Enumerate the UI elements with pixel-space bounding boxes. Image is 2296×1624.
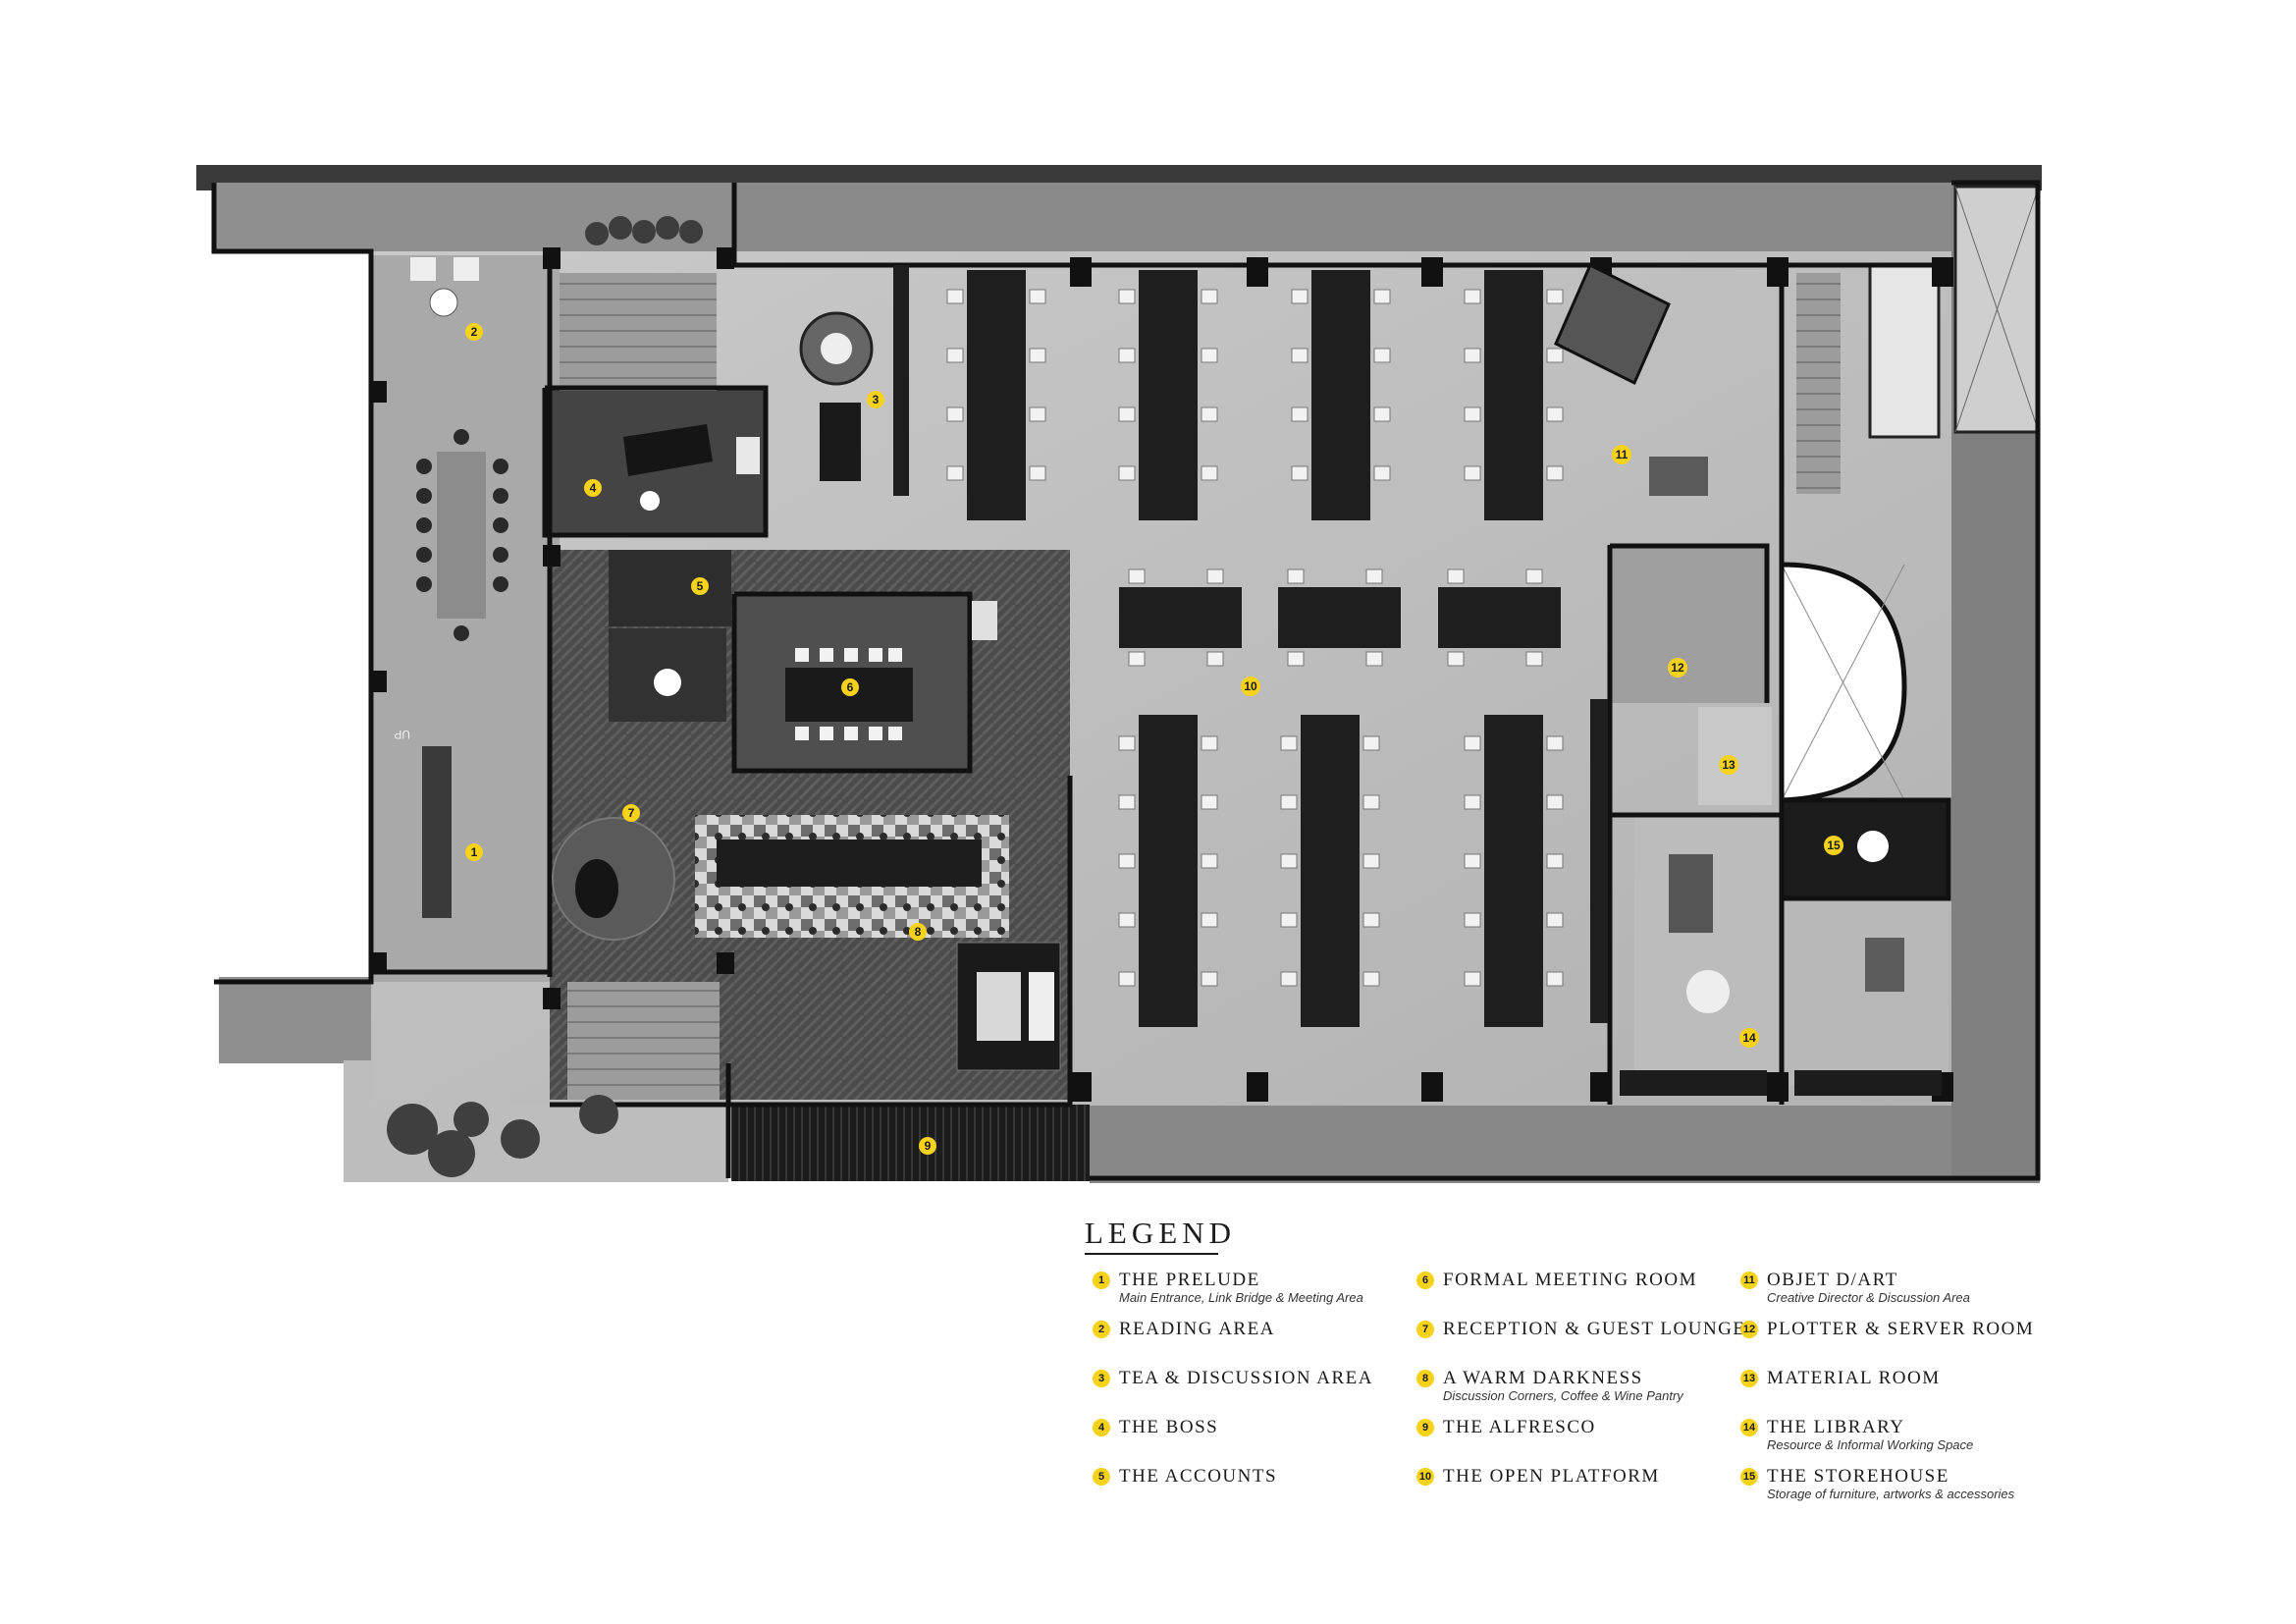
legend-subtitle: Creative Director & Discussion Area: [1767, 1290, 1970, 1305]
room-badge-15: 15: [1824, 836, 1843, 855]
interior-floor: [371, 185, 2041, 1181]
room-badge-1: 1: [465, 843, 483, 861]
legend-name: THE PRELUDE: [1119, 1270, 1260, 1290]
badge-label: 8: [915, 925, 922, 939]
legend-name: OBJET D/ART: [1767, 1270, 1898, 1290]
room-badge-12: 12: [1668, 658, 1687, 677]
room-badge-5: 5: [691, 577, 709, 595]
legend-name: THE STOREHOUSE: [1767, 1466, 1949, 1487]
legend-number: 1: [1093, 1272, 1110, 1289]
legend-name: RECEPTION & GUEST LOUNGE: [1443, 1319, 1746, 1339]
legend-number: 6: [1416, 1272, 1434, 1289]
room-badge-8: 8: [909, 923, 927, 941]
legend-name: A WARM DARKNESS: [1443, 1368, 1643, 1388]
badge-label: 1: [471, 845, 478, 859]
badge-label: 5: [697, 579, 704, 593]
legend-name: PLOTTER & SERVER ROOM: [1767, 1319, 2035, 1339]
room-badge-4: 4: [584, 479, 602, 497]
legend-number: 3: [1093, 1370, 1110, 1387]
badge-label: 9: [925, 1139, 932, 1153]
legend-number: 10: [1416, 1468, 1434, 1486]
badge-label: 15: [1827, 839, 1841, 852]
legend-number: 2: [1093, 1321, 1110, 1338]
badge-label: 14: [1742, 1031, 1756, 1045]
legend-number: 13: [1740, 1370, 1758, 1387]
room-badges: 1 2 3 4 5 6 7 8 9 10 11 12 13 14 15: [465, 323, 1843, 1155]
room-badge-2: 2: [465, 323, 483, 341]
legend-name: THE ALFRESCO: [1443, 1417, 1596, 1437]
legend-number: 4: [1093, 1419, 1110, 1436]
legend-name: MATERIAL ROOM: [1767, 1368, 1941, 1388]
legend-name: THE ACCOUNTS: [1119, 1466, 1278, 1487]
badge-label: 3: [873, 393, 880, 406]
legend-name: FORMAL MEETING ROOM: [1443, 1270, 1697, 1290]
legend-divider: [1085, 1253, 1218, 1255]
badge-label: 6: [847, 680, 854, 694]
room-badge-6: 6: [841, 678, 859, 696]
room-badge-13: 13: [1719, 755, 1738, 775]
legend-title: LEGEND: [1085, 1216, 1236, 1250]
legend-number: 9: [1416, 1419, 1434, 1436]
workstation-desks: [893, 265, 1608, 1027]
legend-name: THE OPEN PLATFORM: [1443, 1466, 1660, 1487]
legend-name: READING AREA: [1119, 1319, 1275, 1339]
room-badge-9: 9: [919, 1137, 936, 1155]
legend-subtitle: Resource & Informal Working Space: [1767, 1437, 1974, 1452]
walls: [211, 180, 2041, 1181]
legend-subtitle: Main Entrance, Link Bridge & Meeting Are…: [1119, 1290, 1363, 1305]
room-badge-10: 10: [1241, 677, 1260, 696]
stair-label: UP: [394, 728, 410, 741]
badge-label: 11: [1616, 448, 1629, 461]
legend-subtitle: Discussion Corners, Coffee & Wine Pantry: [1443, 1388, 1683, 1403]
legend-number: 12: [1740, 1321, 1758, 1338]
columns: [369, 247, 1953, 1102]
legend-number: 14: [1740, 1419, 1758, 1436]
room-badge-7: 7: [622, 804, 640, 822]
furniture: [387, 216, 1942, 1177]
legend-number: 15: [1740, 1468, 1758, 1486]
badge-label: 4: [590, 481, 597, 495]
legend-subtitle: Storage of furniture, artworks & accesso…: [1767, 1487, 2015, 1501]
legend-number: 5: [1093, 1468, 1110, 1486]
legend-name: TEA & DISCUSSION AREA: [1119, 1368, 1373, 1388]
room-badge-11: 11: [1612, 445, 1631, 464]
room-badge-3: 3: [867, 391, 884, 408]
legend-name: THE LIBRARY: [1767, 1417, 1905, 1437]
legend-number: 8: [1416, 1370, 1434, 1387]
legend-name: THE BOSS: [1119, 1417, 1219, 1437]
badge-label: 2: [471, 325, 478, 339]
badge-label: 10: [1244, 679, 1257, 693]
legend-number: 11: [1740, 1272, 1758, 1289]
badge-label: 13: [1722, 758, 1735, 772]
room-badge-14: 14: [1739, 1028, 1759, 1048]
badge-label: 12: [1671, 661, 1684, 675]
badge-label: 7: [628, 806, 635, 820]
legend-number: 7: [1416, 1321, 1434, 1338]
